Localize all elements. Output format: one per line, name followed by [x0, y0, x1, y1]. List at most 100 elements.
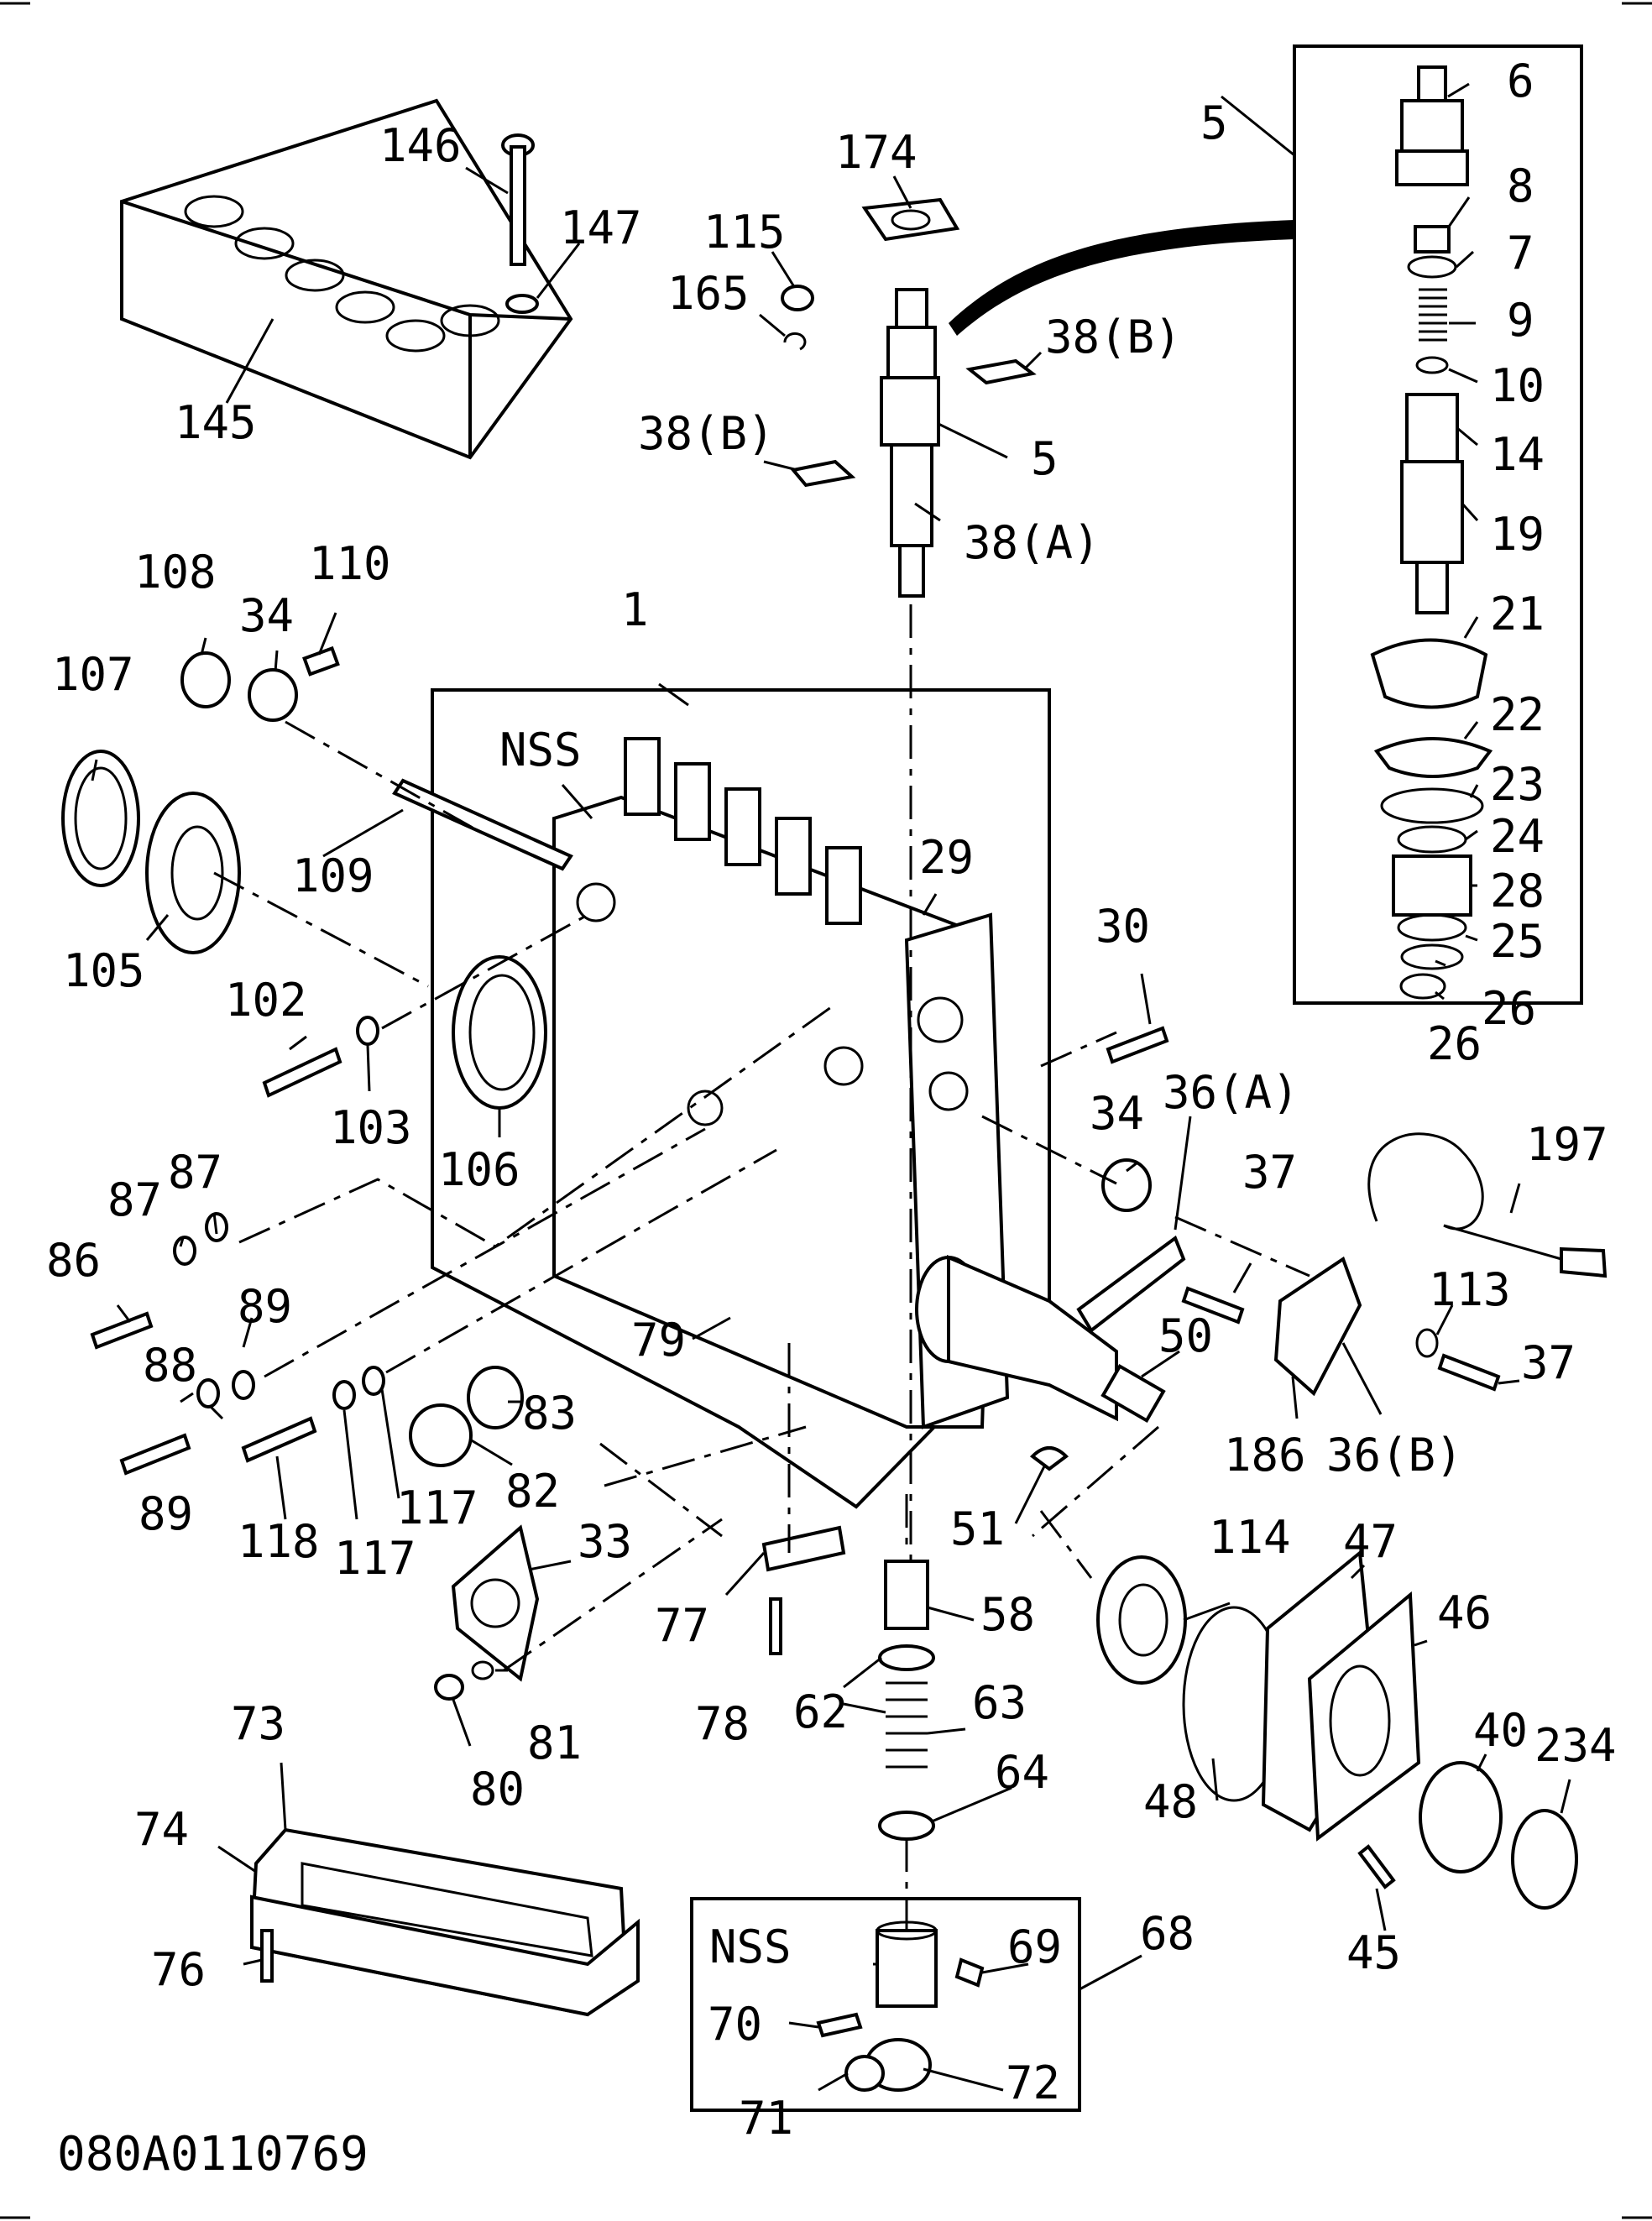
bolt-76: [260, 1929, 274, 1983]
label-114: 114: [1209, 1511, 1291, 1564]
sensor-197-cable: [1367, 1132, 1562, 1261]
label-7: 7: [1507, 227, 1534, 280]
camshaft-50: [915, 1254, 1166, 1424]
label-145: 145: [175, 396, 257, 449]
label-80: 80: [470, 1763, 525, 1816]
ring-106-inner: [468, 974, 536, 1091]
label-146: 146: [379, 119, 462, 172]
label-40: 40: [1473, 1704, 1528, 1757]
label-165: 165: [667, 267, 750, 320]
key-51: [1029, 1446, 1069, 1471]
ring-106: [452, 955, 547, 1110]
stud-102: [262, 1047, 342, 1098]
bolt-30: [1106, 1026, 1169, 1064]
washer-81: [471, 1660, 494, 1680]
label-1: 1: [621, 583, 649, 636]
label-37-lower: 37: [1521, 1336, 1576, 1389]
detail-box-5: [1293, 44, 1583, 1005]
bolt-45: [1357, 1844, 1396, 1889]
seal-107-inner: [74, 766, 128, 870]
flange-174: [861, 197, 960, 242]
label-6: 6: [1507, 55, 1534, 107]
label-147: 147: [560, 201, 642, 254]
label-51: 51: [950, 1502, 1005, 1555]
label-26-left: 26: [1427, 1017, 1482, 1070]
label-5-holder: 5: [1031, 432, 1059, 485]
label-nss-bottom: NSS: [709, 1921, 792, 1973]
bearing-105-inner: [170, 825, 224, 921]
bolt-37-lower: [1437, 1353, 1501, 1392]
label-102: 102: [225, 974, 307, 1027]
detail-box-68: [690, 1897, 1081, 2112]
detail-parts-68: [816, 1921, 985, 2092]
label-76: 76: [151, 1943, 206, 1996]
label-34-lower: 34: [1090, 1087, 1144, 1140]
label-174: 174: [835, 126, 917, 179]
label-106: 106: [438, 1143, 520, 1196]
callout-labels: 146 147 145 115 165 174 38(B) 38(B) 5 38…: [46, 55, 1617, 2145]
bolt-146: [501, 133, 535, 266]
detail-parts-5: [1370, 65, 1493, 1000]
detail-arrow-5: [949, 220, 1294, 336]
bolt-78: [769, 1597, 782, 1655]
tappet-stack: [761, 1525, 935, 1841]
label-38a: 38(A): [964, 516, 1100, 569]
label-58: 58: [980, 1588, 1035, 1641]
seal-40: [1419, 1761, 1503, 1873]
label-36a: 36(A): [1163, 1066, 1299, 1119]
label-88: 88: [143, 1339, 197, 1392]
bottom-cover-73-74: [249, 1827, 640, 2017]
shim-38b-lower: [790, 459, 856, 488]
label-28: 28: [1490, 865, 1545, 917]
bushing-234: [1511, 1809, 1578, 1910]
cap-34-upper: [248, 668, 298, 722]
plate-36a: [1076, 1235, 1186, 1333]
label-14: 14: [1490, 428, 1545, 481]
label-19: 19: [1490, 508, 1545, 561]
nut-115: [781, 285, 814, 311]
label-nss-top: NSS: [499, 724, 582, 776]
label-115: 115: [703, 206, 786, 259]
bolts-washers-left: [90, 1212, 524, 1476]
label-37-upper: 37: [1242, 1146, 1297, 1199]
bearing-105: [145, 792, 241, 954]
label-87-left: 87: [107, 1173, 162, 1226]
cap-34-lower: [1101, 1158, 1152, 1212]
label-103: 103: [330, 1101, 412, 1154]
label-118: 118: [238, 1515, 320, 1568]
label-82: 82: [505, 1465, 560, 1518]
label-33: 33: [578, 1515, 632, 1568]
label-22: 22: [1490, 688, 1545, 741]
label-72: 72: [1006, 2056, 1060, 2109]
label-24: 24: [1490, 810, 1545, 863]
drawing-code: 080A0110769: [57, 2127, 369, 2182]
label-71: 71: [739, 2092, 793, 2145]
label-25: 25: [1490, 915, 1545, 968]
label-107: 107: [52, 648, 134, 701]
washer-113: [1415, 1328, 1439, 1358]
bracket-186-36b: [1273, 1256, 1362, 1397]
label-197: 197: [1526, 1118, 1608, 1171]
label-113: 113: [1429, 1263, 1511, 1316]
label-50: 50: [1158, 1309, 1213, 1362]
label-89-upper: 89: [238, 1280, 292, 1333]
sensor-197: [1560, 1246, 1608, 1278]
label-34-upper: 34: [239, 589, 294, 642]
label-21: 21: [1490, 588, 1545, 640]
label-9: 9: [1507, 294, 1534, 347]
label-109: 109: [292, 849, 374, 902]
label-234: 234: [1534, 1719, 1617, 1772]
label-89-lower: 89: [139, 1487, 193, 1540]
label-81: 81: [527, 1717, 582, 1769]
bearing-114: [1096, 1555, 1187, 1685]
cover-plate-145: [120, 98, 573, 460]
center-lines: [213, 604, 1310, 1931]
label-47: 47: [1343, 1515, 1398, 1568]
label-23: 23: [1490, 758, 1545, 811]
label-10: 10: [1490, 359, 1545, 412]
clip-165: [783, 332, 807, 351]
label-45: 45: [1346, 1926, 1401, 1979]
label-87-right: 87: [168, 1146, 222, 1199]
